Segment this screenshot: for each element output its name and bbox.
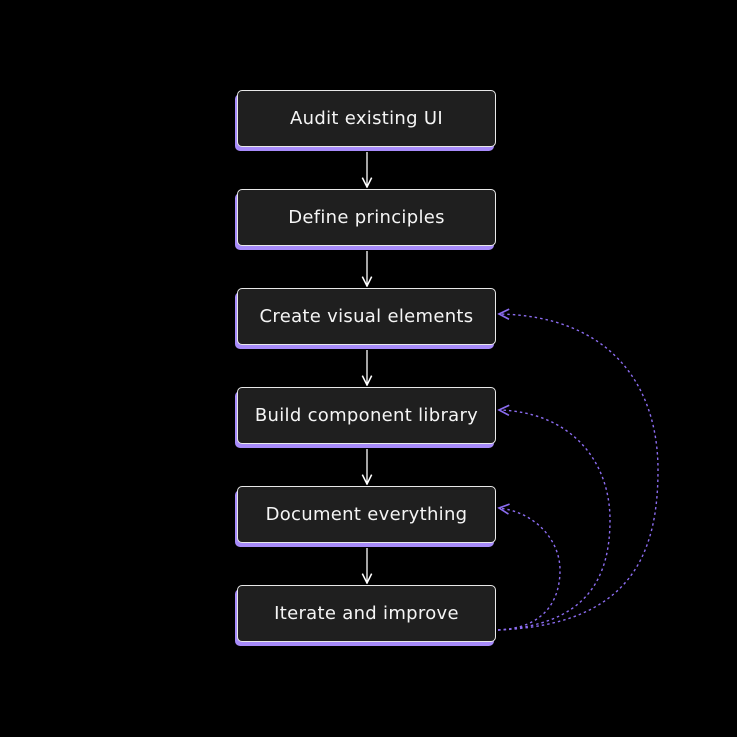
step-create-visual-elements[interactable]: Create visual elements (237, 288, 496, 345)
step-label: Audit existing UI (290, 108, 443, 129)
feedback-arrow-to-build (498, 410, 611, 631)
step-iterate-and-improve[interactable]: Iterate and improve (237, 585, 496, 642)
step-label: Create visual elements (259, 306, 474, 327)
step-build-component-library[interactable]: Build component library (237, 387, 496, 444)
feedback-arrow-to-create (498, 314, 659, 631)
step-label: Iterate and improve (274, 603, 459, 624)
step-label: Define principles (288, 207, 445, 228)
step-audit-existing-ui[interactable]: Audit existing UI (237, 90, 496, 147)
feedback-arrow-to-document (498, 508, 561, 631)
step-define-principles[interactable]: Define principles (237, 189, 496, 246)
step-document-everything[interactable]: Document everything (237, 486, 496, 543)
step-label: Document everything (265, 504, 468, 525)
step-label: Build component library (254, 405, 479, 426)
